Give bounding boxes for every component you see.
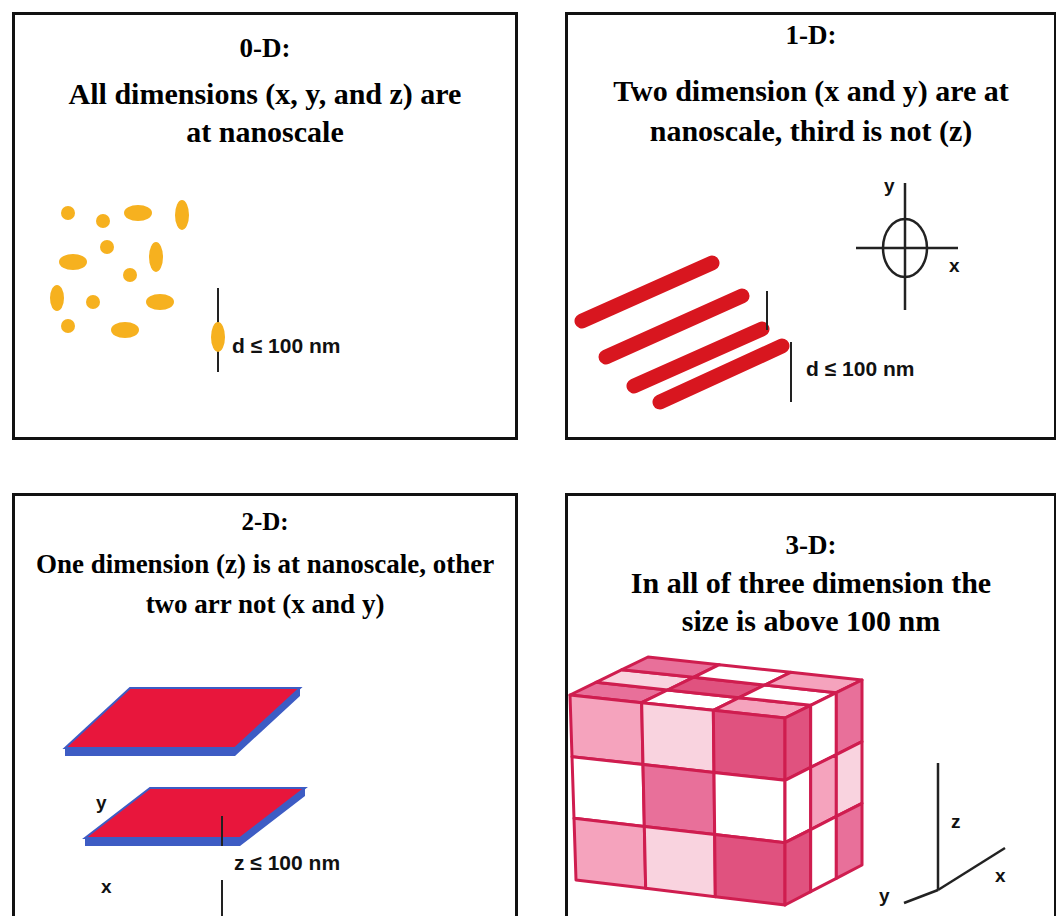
- nanoparticle: [211, 322, 225, 352]
- nanoparticle: [111, 322, 139, 338]
- nanosheets: [65, 688, 305, 846]
- axis-label: x: [995, 866, 1006, 887]
- cube-cell: [713, 710, 785, 780]
- dimension-label: z ≤ 100 nm: [234, 851, 340, 874]
- cube-cell: [785, 830, 811, 905]
- axis-label: y: [879, 886, 890, 907]
- cube-cell: [811, 816, 837, 891]
- nanoparticle: [96, 214, 110, 228]
- axis-label: x: [949, 256, 960, 277]
- cube-cell: [643, 765, 715, 835]
- xyz-axes: [904, 763, 1005, 903]
- dimension-label: d ≤ 100 nm: [806, 357, 914, 380]
- axis-line: [856, 247, 958, 250]
- axis-label: y: [96, 793, 107, 814]
- scale-line: [766, 291, 768, 330]
- cube-cell: [642, 703, 714, 773]
- dimension-label: d ≤ 100 nm: [232, 334, 340, 357]
- axis-line: [904, 183, 907, 310]
- sheet-edge: [65, 688, 300, 756]
- cube-cell: [644, 826, 715, 896]
- nanoparticle: [61, 319, 75, 333]
- cross-section-axes: [856, 183, 958, 310]
- panel-heading: 3-D:: [568, 526, 1054, 564]
- panel-heading: 1-D:: [568, 15, 1054, 55]
- sheet-edge: [85, 788, 305, 846]
- nanoparticle: [123, 268, 137, 282]
- cube-cell: [714, 772, 785, 842]
- panel-description: All dimensions (x, y, and z) are at nano…: [55, 75, 475, 151]
- panel-description: One dimension (z) is at nanoscale, other…: [18, 544, 513, 624]
- cube-cell: [574, 818, 646, 888]
- nanoparticle: [124, 205, 152, 221]
- scale-line: [790, 342, 792, 402]
- nanoparticle: [149, 242, 163, 272]
- panel-box: 0-D: All dimensions (x, y, and z) are at …: [12, 12, 518, 440]
- scale-line: [221, 880, 223, 916]
- scale-line: [221, 816, 223, 846]
- nanoparticle: [146, 294, 174, 310]
- nanoparticle: [100, 240, 114, 254]
- sheet: [65, 688, 300, 748]
- nanoparticle: [61, 206, 75, 220]
- cube-cell: [715, 835, 785, 905]
- panel-description: Two dimension (x and y) are at nanoscale…: [576, 71, 1046, 151]
- nanoparticle: [86, 295, 100, 309]
- nanoparticle: [59, 254, 87, 270]
- panel-heading: 2-D:: [15, 502, 515, 542]
- cube-cell: [572, 757, 644, 827]
- nanoparticles: [50, 200, 189, 338]
- sheet: [85, 788, 305, 838]
- axis-label: x: [101, 877, 112, 898]
- axis-line: [938, 848, 1005, 890]
- nanoparticle: [175, 200, 189, 230]
- nanoparticle: [50, 285, 64, 311]
- panel-description: In all of three dimension the size is ab…: [611, 564, 1011, 640]
- panel-box: 3-D:In all of three dimension the size i…: [565, 493, 1056, 916]
- axis-line: [904, 890, 938, 903]
- cube-cell: [570, 695, 643, 765]
- panel-heading: 0-D:: [15, 29, 515, 67]
- axis-label: z: [951, 812, 961, 833]
- nanorods: [582, 263, 782, 402]
- axis-line: [937, 763, 940, 890]
- nanorod: [660, 346, 782, 402]
- cube-cell: [836, 803, 862, 878]
- axis-label: y: [884, 176, 895, 197]
- bulk-cube: [570, 657, 862, 905]
